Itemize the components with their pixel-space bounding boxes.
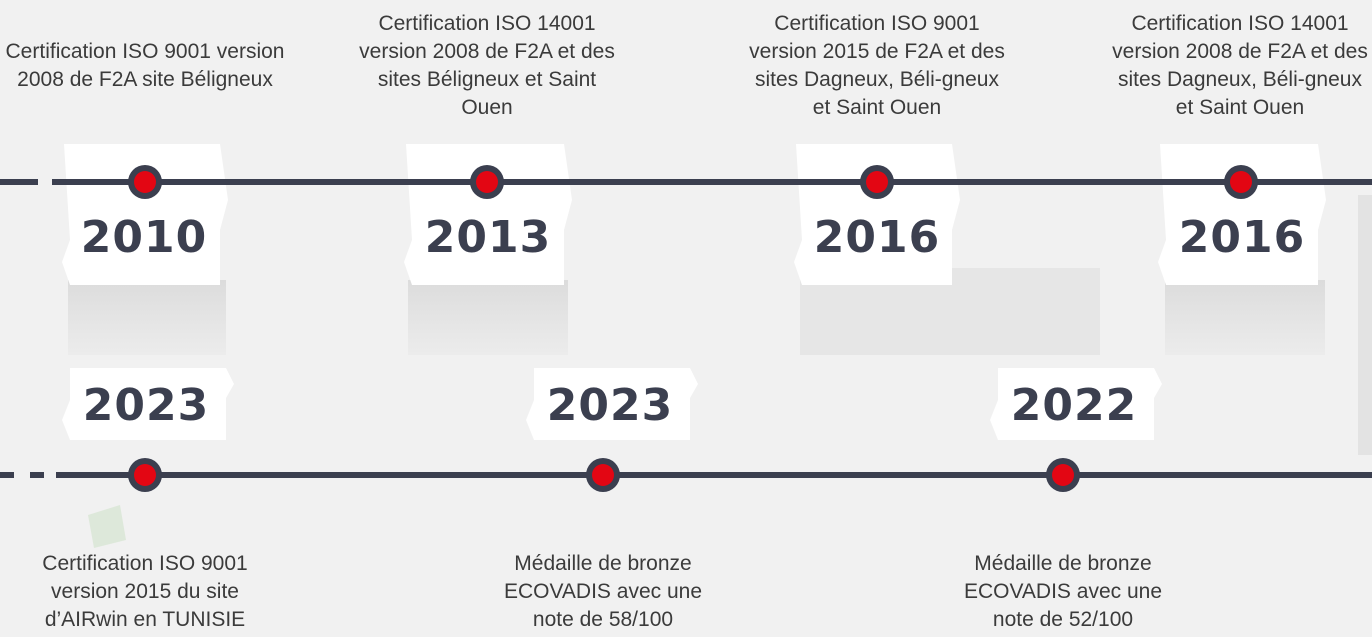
card-shadow xyxy=(408,280,568,355)
milestone-caption: Certification ISO 9001 version 2015 du s… xyxy=(42,552,248,631)
timeline-marker xyxy=(860,165,894,199)
card-shadow xyxy=(1165,280,1325,355)
year-card: 2016 xyxy=(1162,214,1322,264)
card-shadow xyxy=(68,280,226,355)
year-label: 2016 xyxy=(1178,212,1306,263)
timeline-marker xyxy=(470,165,504,199)
timeline-marker xyxy=(128,458,162,492)
year-card-shape xyxy=(990,368,1162,440)
year-label: 2013 xyxy=(424,212,552,263)
year-card: 2023 xyxy=(64,382,228,432)
edge-shadow xyxy=(1358,195,1372,455)
timeline-marker xyxy=(1046,458,1080,492)
timeline-marker xyxy=(1224,165,1258,199)
timeline-marker xyxy=(586,458,620,492)
milestone-caption: Médaille de bronze ECOVADIS avec une not… xyxy=(963,552,1163,631)
milestone-caption: Certification ISO 14001 version 2008 de … xyxy=(359,12,615,119)
milestone-caption: Certification ISO 9001 version 2015 de F… xyxy=(749,12,1005,119)
year-card-shape xyxy=(526,368,698,440)
year-label: 2023 xyxy=(82,380,210,431)
year-card: 2023 xyxy=(528,382,692,432)
year-label: 2010 xyxy=(80,212,208,263)
year-label: 2016 xyxy=(813,212,941,263)
year-card: 2010 xyxy=(64,214,224,264)
year-label: 2023 xyxy=(546,380,674,431)
decorative-fragment xyxy=(88,505,126,548)
milestone-caption: Certification ISO 14001 version 2008 de … xyxy=(1112,12,1368,119)
year-label: 2022 xyxy=(1010,380,1138,431)
milestone-caption: Certification ISO 9001 version 2008 de F… xyxy=(5,40,285,91)
year-card: 2016 xyxy=(798,214,956,264)
timeline-marker xyxy=(128,165,162,199)
year-card: 2013 xyxy=(408,214,568,264)
year-card: 2022 xyxy=(992,382,1156,432)
year-card-shape xyxy=(62,368,234,440)
milestone-caption: Médaille de bronze ECOVADIS avec une not… xyxy=(503,552,703,631)
